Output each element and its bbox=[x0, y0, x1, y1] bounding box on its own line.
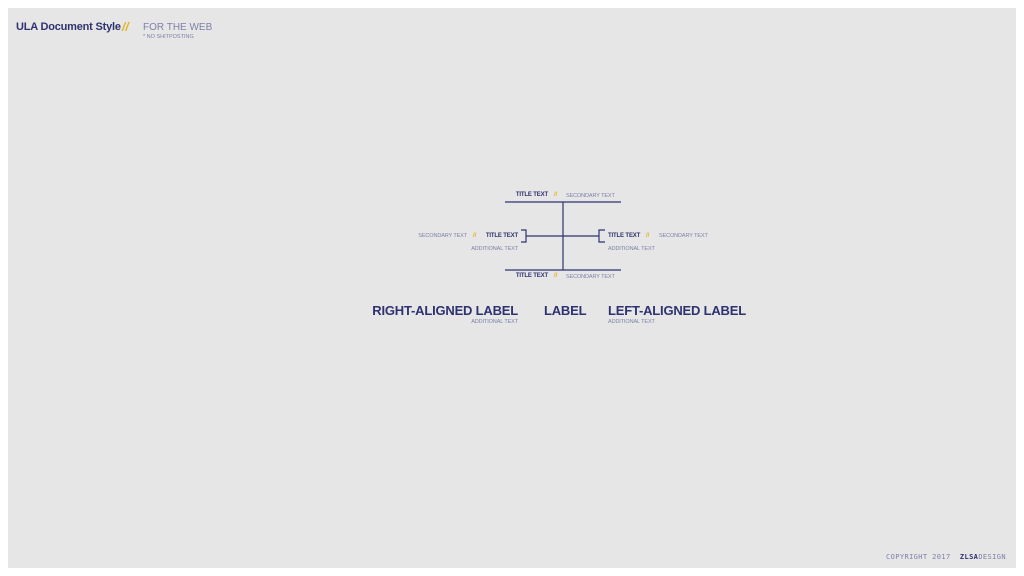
right-aligned-label: RIGHT-ALIGNED LABEL bbox=[372, 303, 518, 318]
header-subtitle: FOR THE WEB bbox=[143, 22, 213, 33]
footer-copyright: COPYRIGHT 2017 bbox=[886, 553, 951, 561]
left-aligned-additional: ADDITIONAL TEXT bbox=[608, 318, 655, 325]
right-bracket bbox=[598, 229, 605, 243]
bottom-secondary: SECONDARY TEXT bbox=[566, 273, 615, 280]
left-title: TITLE TEXT bbox=[485, 232, 518, 239]
left-bracket bbox=[521, 229, 527, 243]
diagram-lines bbox=[505, 201, 621, 271]
left-secondary: SECONDARY TEXT bbox=[418, 233, 467, 239]
right-aligned-additional: ADDITIONAL TEXT bbox=[471, 318, 518, 325]
header-title: ULA Document Style bbox=[16, 21, 121, 33]
bottom-separator: // bbox=[554, 273, 558, 279]
left-separator: // bbox=[473, 232, 477, 239]
center-label: LABEL bbox=[544, 303, 587, 318]
top-separator: // bbox=[554, 192, 558, 198]
top-title: TITLE TEXT bbox=[515, 192, 548, 198]
right-secondary: SECONDARY TEXT bbox=[659, 233, 708, 239]
left-aligned-label: LEFT-ALIGNED LABEL bbox=[608, 303, 746, 318]
page-canvas: ULA Document Style // FOR THE WEB * NO S… bbox=[8, 8, 1016, 568]
header-separator: // bbox=[122, 20, 129, 34]
left-additional: ADDITIONAL TEXT bbox=[471, 245, 518, 252]
footer-copyright-line: COPYRIGHT 2017 ZLSADESIGN bbox=[886, 553, 1006, 561]
right-additional: ADDITIONAL TEXT bbox=[608, 245, 655, 252]
footer-brand-bold: ZLSA bbox=[959, 553, 979, 561]
right-title: TITLE TEXT bbox=[608, 232, 641, 239]
bottom-title: TITLE TEXT bbox=[515, 273, 548, 279]
header-note: * NO SHITPOSTING bbox=[143, 34, 194, 40]
top-secondary: SECONDARY TEXT bbox=[566, 192, 615, 199]
right-separator: // bbox=[646, 232, 650, 239]
footer-brand-light: DESIGN bbox=[978, 553, 1006, 561]
